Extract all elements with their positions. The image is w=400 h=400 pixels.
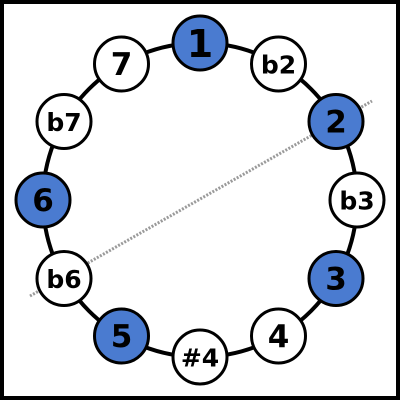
symmetry-axis-line	[29, 99, 373, 298]
interval-node-3: 3	[307, 250, 365, 307]
interval-node-label: 3	[325, 262, 347, 298]
interval-node-circle	[35, 250, 93, 307]
interval-nodes: 1 b2 2 b3 34 #4 5 b6 6 b7 7	[14, 14, 386, 386]
interval-node-1: 1	[171, 14, 229, 72]
interval-node-b3: b3	[328, 171, 386, 229]
interval-node-circle	[171, 328, 229, 386]
interval-node-label: b3	[339, 187, 374, 216]
interval-node-label: 7	[111, 47, 133, 83]
interval-node-4: 4	[250, 307, 307, 365]
interval-node-label: 1	[187, 22, 213, 66]
interval-node-sharp4: #4	[171, 328, 229, 386]
interval-node-circle	[328, 171, 386, 229]
interval-node-label: 2	[325, 105, 347, 141]
interval-node-circle	[307, 250, 365, 307]
interval-node-circle	[307, 93, 365, 150]
interval-node-7: 7	[93, 35, 150, 93]
interval-node-circle	[93, 307, 150, 365]
interval-node-circle	[93, 35, 150, 93]
interval-node-b2: b2	[250, 35, 307, 93]
interval-node-label: b7	[46, 108, 81, 137]
interval-node-circle	[250, 307, 307, 365]
interval-node-b7: b7	[35, 93, 93, 150]
interval-node-2: 2	[307, 93, 365, 150]
interval-node-6: 6	[14, 171, 72, 229]
interval-node-5: 5	[93, 307, 150, 365]
interval-node-label: b6	[46, 265, 81, 294]
interval-node-label: 5	[111, 319, 133, 355]
interval-node-label: b2	[261, 51, 296, 80]
interval-node-label: 6	[32, 183, 54, 219]
interval-node-circle	[14, 171, 72, 229]
interval-node-label: #4	[181, 344, 219, 373]
interval-node-circle	[35, 93, 93, 150]
interval-node-b6: b6	[35, 250, 93, 307]
interval-node-circle	[250, 35, 307, 93]
interval-node-label: 4	[268, 319, 290, 355]
interval-node-circle	[171, 14, 229, 72]
